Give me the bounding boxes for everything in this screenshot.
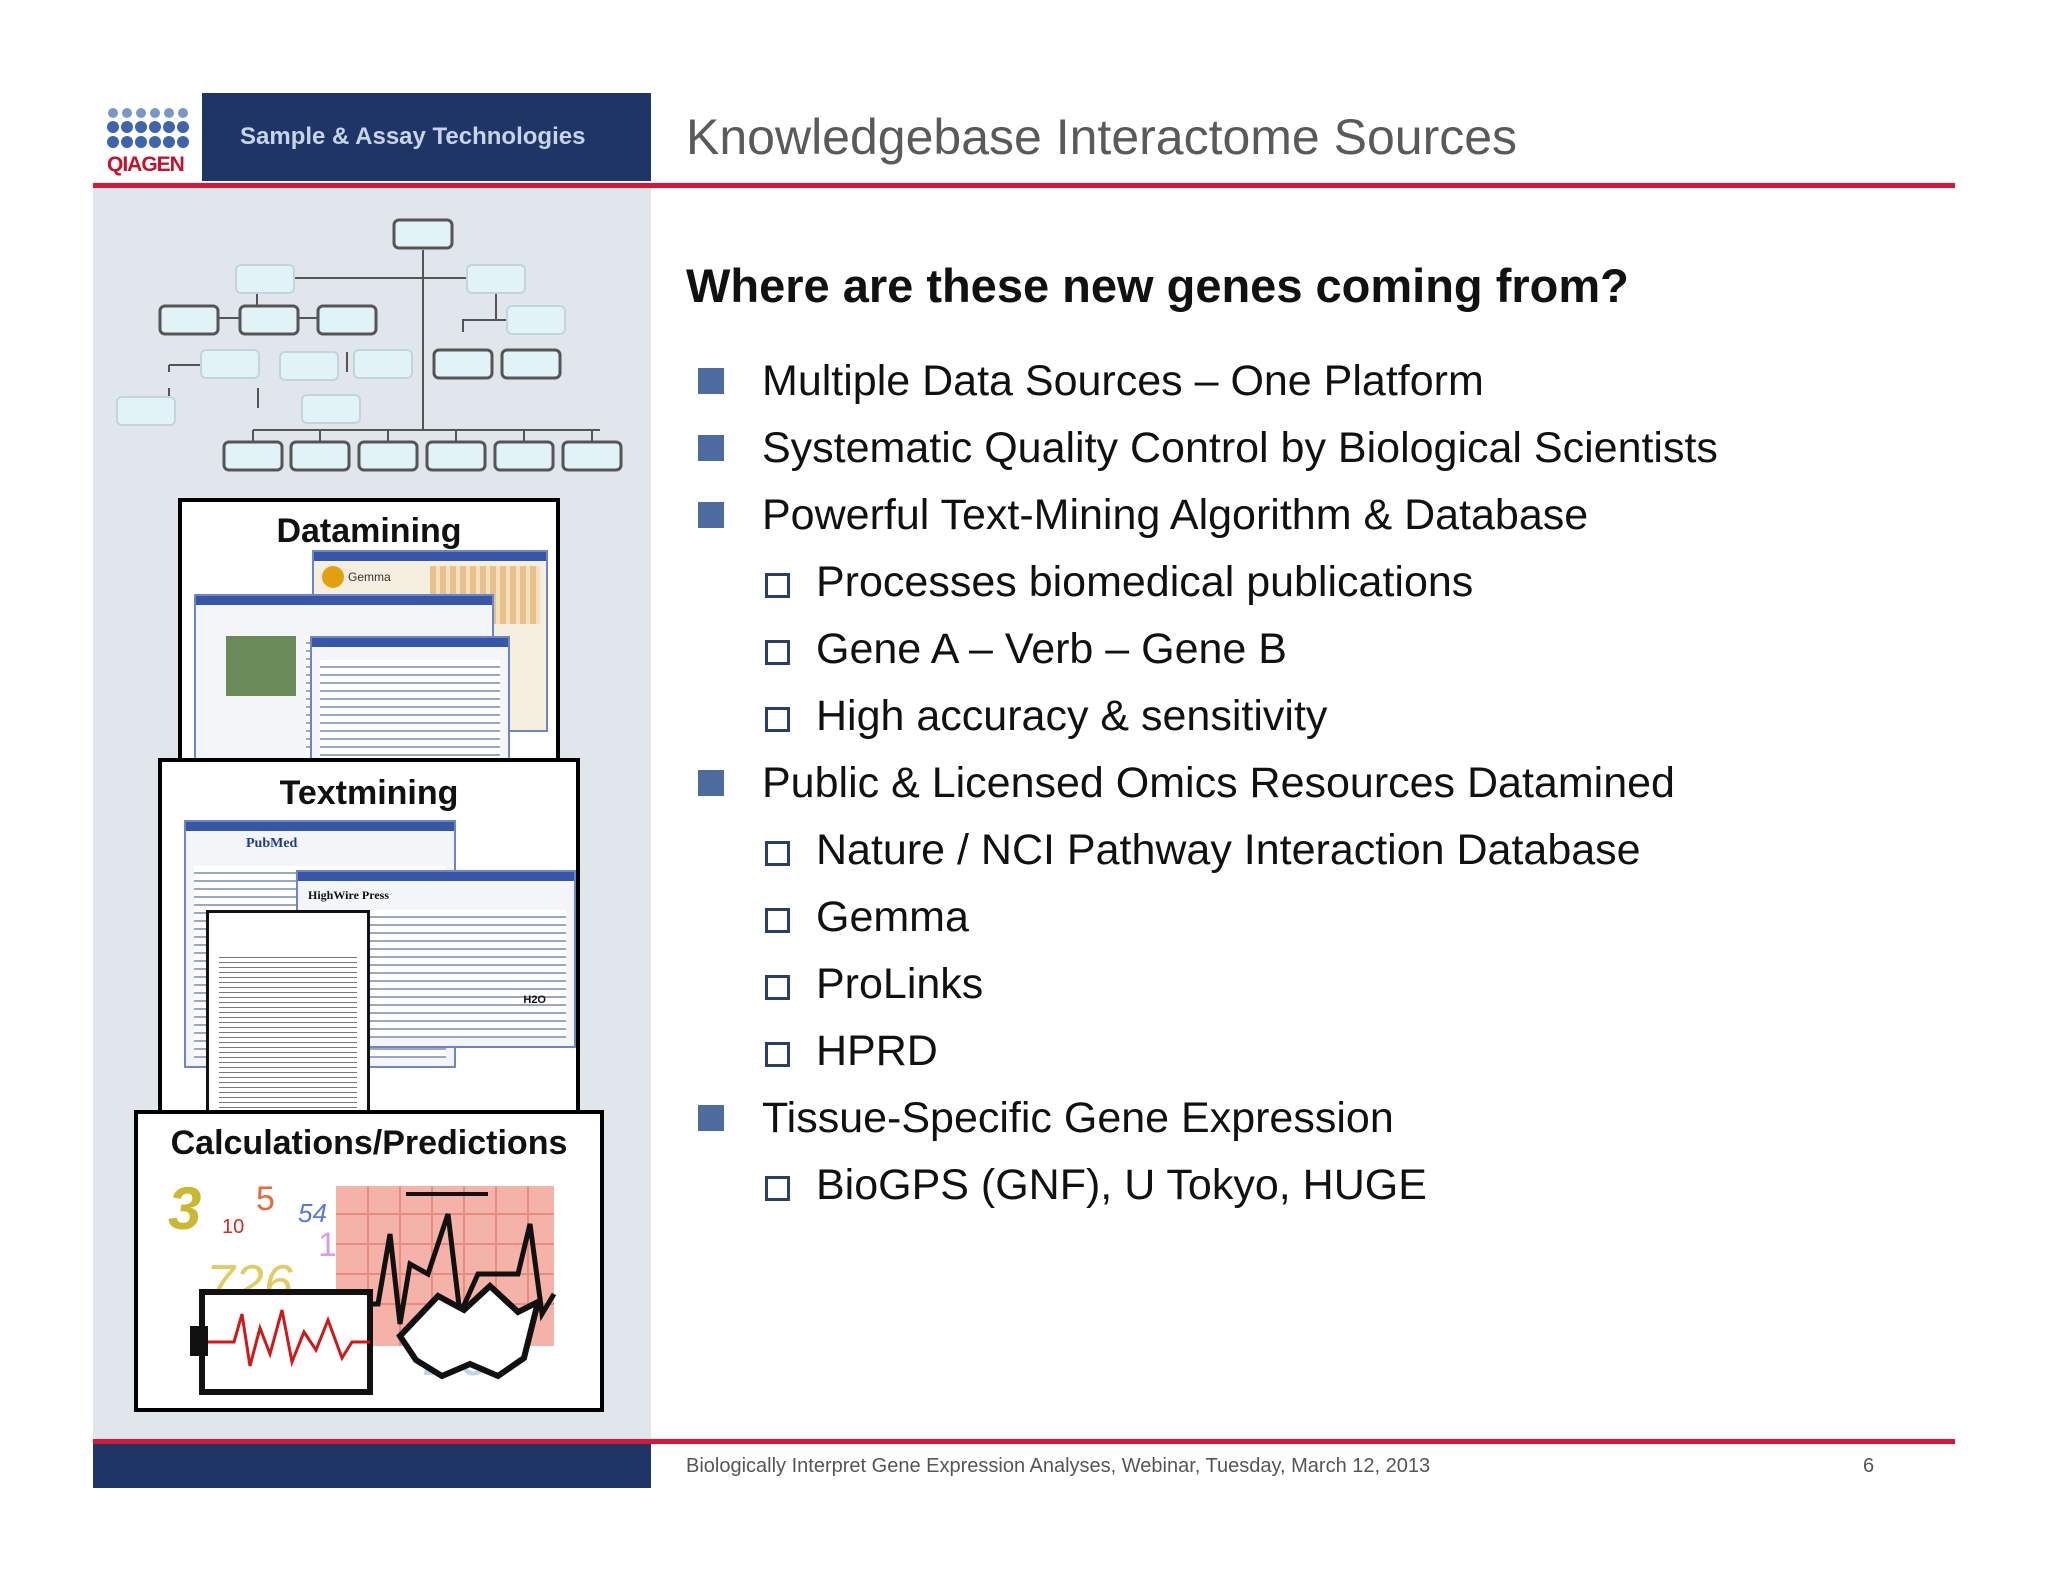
bullet-text: Powerful Text-Mining Algorithm & Databas… — [762, 491, 1589, 539]
sub-bullet-text: BioGPS (GNF), U Tokyo, HUGE — [816, 1161, 1427, 1209]
sub-bullet-text: Gene A – Verb – Gene B — [816, 625, 1287, 673]
sub-bullet-text: Nature / NCI Pathway Interaction Databas… — [816, 826, 1641, 874]
square-bullet-icon — [698, 502, 724, 528]
open-square-bullet-icon — [765, 1176, 790, 1201]
open-square-bullet-icon — [765, 908, 790, 933]
highwire-logo: HighWire Press — [308, 888, 389, 902]
bullet-item: Tissue-Specific Gene Expression — [686, 1085, 1886, 1152]
bullet-text: Tissue-Specific Gene Expression — [762, 1094, 1394, 1142]
sub-bullet-text: HPRD — [816, 1027, 938, 1075]
textmining-label: Textmining — [279, 774, 459, 812]
bullet-text: Public & Licensed Omics Resources Datami… — [762, 759, 1675, 807]
number-glyph: 10 — [222, 1216, 245, 1238]
number-glyph: 1 — [318, 1226, 337, 1264]
bullet-item: Systematic Quality Control by Biological… — [686, 415, 1886, 482]
bullet-text: Multiple Data Sources – One Platform — [762, 357, 1484, 405]
article-paper — [206, 910, 370, 1124]
square-bullet-icon — [698, 770, 724, 796]
tagline: Sample & Assay Technologies — [240, 123, 586, 150]
bullet-item: Public & Licensed Omics Resources Datami… — [686, 750, 1886, 817]
sub-bullet-text: High accuracy & sensitivity — [816, 692, 1328, 740]
logo-dots-icon — [107, 108, 189, 148]
square-bullet-icon — [698, 368, 724, 394]
question-heading: Where are these new genes coming from? — [686, 259, 1629, 312]
textmining-box: Textmining PubMed HighWire Press H2O — [158, 758, 580, 1128]
bullet-list: Multiple Data Sources – One Platform Sys… — [686, 348, 1886, 1219]
number-glyph: 3 — [168, 1175, 202, 1242]
sub-bullet-item: Nature / NCI Pathway Interaction Databas… — [686, 817, 1886, 884]
open-square-bullet-icon — [765, 707, 790, 732]
qiagen-logo: QIAGEN — [93, 93, 202, 181]
sub-bullet-text: ProLinks — [816, 960, 984, 1008]
open-square-bullet-icon — [765, 573, 790, 598]
gemma-logo-icon — [322, 566, 344, 588]
square-bullet-icon — [698, 1105, 724, 1131]
footer-divider — [93, 1439, 1955, 1444]
sub-bullet-item: High accuracy & sensitivity — [686, 683, 1886, 750]
tagline-band: Sample & Assay Technologies — [202, 93, 651, 181]
datamining-label: Datamining — [276, 512, 462, 550]
calculations-box: Calculations/Predictions 3 10 5 54 1 726… — [134, 1110, 604, 1412]
sub-bullet-item: Gemma — [686, 884, 1886, 951]
calculations-label: Calculations/Predictions — [170, 1124, 568, 1162]
sub-bullet-item: ProLinks — [686, 951, 1886, 1018]
open-square-bullet-icon — [765, 1042, 790, 1067]
gemma-title: Gemma — [348, 570, 391, 584]
bullet-text: Systematic Quality Control by Biological… — [762, 424, 1718, 472]
sub-bullet-item: HPRD — [686, 1018, 1886, 1085]
sub-bullet-item: Processes biomedical publications — [686, 549, 1886, 616]
square-bullet-icon — [698, 435, 724, 461]
pubmed-logo: PubMed — [246, 836, 298, 851]
h2o-label: H2O — [523, 994, 546, 1006]
datamining-box: Datamining Gemma — [178, 498, 560, 778]
open-square-bullet-icon — [765, 841, 790, 866]
pathway-screenshot — [310, 636, 510, 776]
page-number: 6 — [1863, 1455, 1875, 1477]
bullet-item: Multiple Data Sources – One Platform — [686, 348, 1886, 415]
open-square-bullet-icon — [765, 975, 790, 1000]
sub-bullet-text: Gemma — [816, 893, 969, 941]
slide-title: Knowledgebase Interactome Sources — [686, 109, 1518, 165]
open-square-bullet-icon — [765, 640, 790, 665]
number-glyph: 54 — [298, 1198, 327, 1228]
sub-bullet-item: Gene A – Verb – Gene B — [686, 616, 1886, 683]
header-divider — [93, 183, 1955, 188]
bullet-item: Powerful Text-Mining Algorithm & Databas… — [686, 482, 1886, 549]
sub-bullet-item: BioGPS (GNF), U Tokyo, HUGE — [686, 1152, 1886, 1219]
logo-text: QIAGEN — [107, 153, 185, 176]
ecg-illustration — [190, 1186, 557, 1395]
number-glyph: 5 — [256, 1180, 275, 1218]
footer-text: Biologically Interpret Gene Expression A… — [686, 1455, 1431, 1477]
footer-band — [93, 1444, 651, 1488]
hierarchy-tree-diagram — [116, 218, 623, 472]
sub-bullet-text: Processes biomedical publications — [816, 558, 1474, 606]
